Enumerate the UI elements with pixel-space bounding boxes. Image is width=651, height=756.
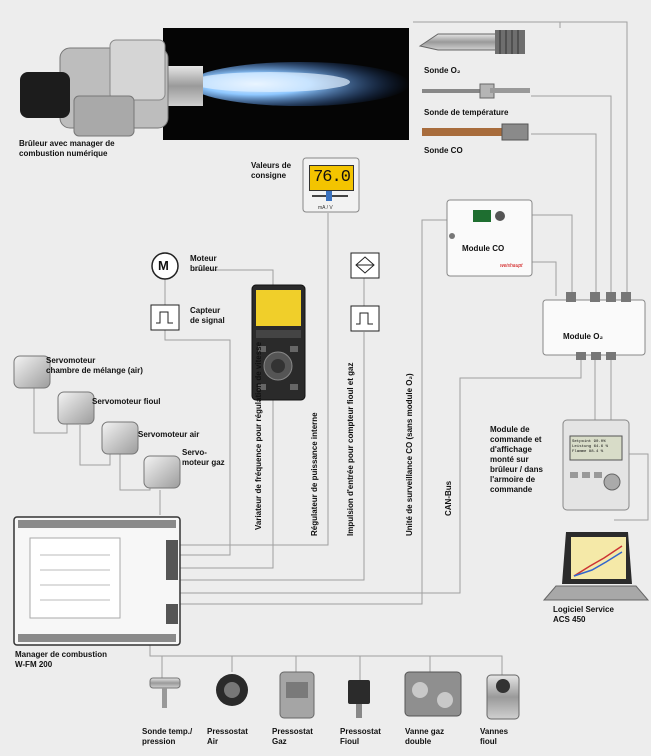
pulse-symbol — [350, 305, 380, 332]
servo-fuel-oil-label: Servomoteur fioul — [92, 397, 161, 406]
o2-module — [542, 292, 646, 360]
o2-module-label: Module O₂ — [563, 332, 603, 341]
oil-pressure-switch-label: Pressostat Fioul — [340, 727, 381, 746]
servo-icons — [13, 355, 181, 489]
motor-label: Moteur brûleur — [190, 254, 218, 273]
combustion-manager-label: Manager de combustion W-FM 200 — [15, 650, 108, 669]
power-regulator-label: Régulateur de puissance interne — [310, 412, 319, 536]
laptop-icon — [542, 532, 650, 601]
connection-lines — [33, 21, 649, 680]
setpoint-unit: mA / V — [318, 205, 333, 211]
flow-meter-symbol — [350, 252, 380, 279]
burner-illustration — [20, 28, 410, 140]
setpoint-value: 76.0 — [309, 165, 354, 191]
temperature-sensor-icon — [422, 83, 530, 99]
co-sensor-icon — [422, 123, 529, 141]
o2-sensor-icon — [418, 30, 525, 54]
temp-pressure-sensor-label: Sonde temp./ pression — [142, 727, 193, 746]
signal-sensor-symbol — [150, 304, 180, 331]
bottom-device-icons — [149, 671, 520, 720]
display-module-screen: Setpoint 90.0% Leistung 64.6 % Flamme 88… — [572, 440, 609, 454]
combustion-manager-board — [13, 516, 181, 646]
frequency-inverter-keypad — [251, 284, 306, 401]
motor-symbol — [151, 252, 179, 280]
co-monitoring-label: Unité de surveillance CO (sans module O₂… — [405, 373, 414, 536]
o2-sensor-label: Sonde O₂ — [424, 66, 461, 75]
sensor-label: Capteur de signal — [190, 306, 225, 325]
oil-valves-label: Vannes fioul — [480, 727, 509, 746]
co-module-label: Module CO — [462, 244, 505, 253]
acs-software-label: Logiciel Service ACS 450 — [553, 605, 614, 624]
burner-label: Brûleur avec manager de combustion numér… — [19, 139, 115, 158]
air-pressure-switch-label: Pressostat Air — [207, 727, 248, 746]
co-sensor-label: Sonde CO — [424, 146, 463, 155]
temperature-sensor-label: Sonde de température — [424, 108, 509, 117]
display-module-device — [562, 419, 630, 511]
co-module-brand: weishaupt — [500, 263, 523, 269]
servo-air-label: Servomoteur air — [138, 430, 200, 439]
motor-symbol-letter: M — [158, 258, 169, 273]
gas-pressure-switch-label: Pressostat Gaz — [272, 727, 313, 746]
display-module-label: Module de commande et d'affichage monté … — [490, 425, 543, 494]
double-gas-valve-label: Vanne gaz double — [405, 727, 445, 746]
pulse-input-label: Impulsion d'entrée pour compteur fioul e… — [346, 362, 355, 536]
vfd-label: Variateur de fréquence pour régulation d… — [254, 341, 263, 530]
co-module — [446, 199, 533, 277]
servo-gas-label: Servo- moteur gaz — [182, 448, 225, 467]
servo-mixing-chamber-label: Servomoteur chambre de mélange (air) — [46, 356, 143, 375]
canbus-label: CAN-Bus — [444, 480, 453, 516]
setpoint-label: Valeurs de consigne — [251, 161, 292, 180]
